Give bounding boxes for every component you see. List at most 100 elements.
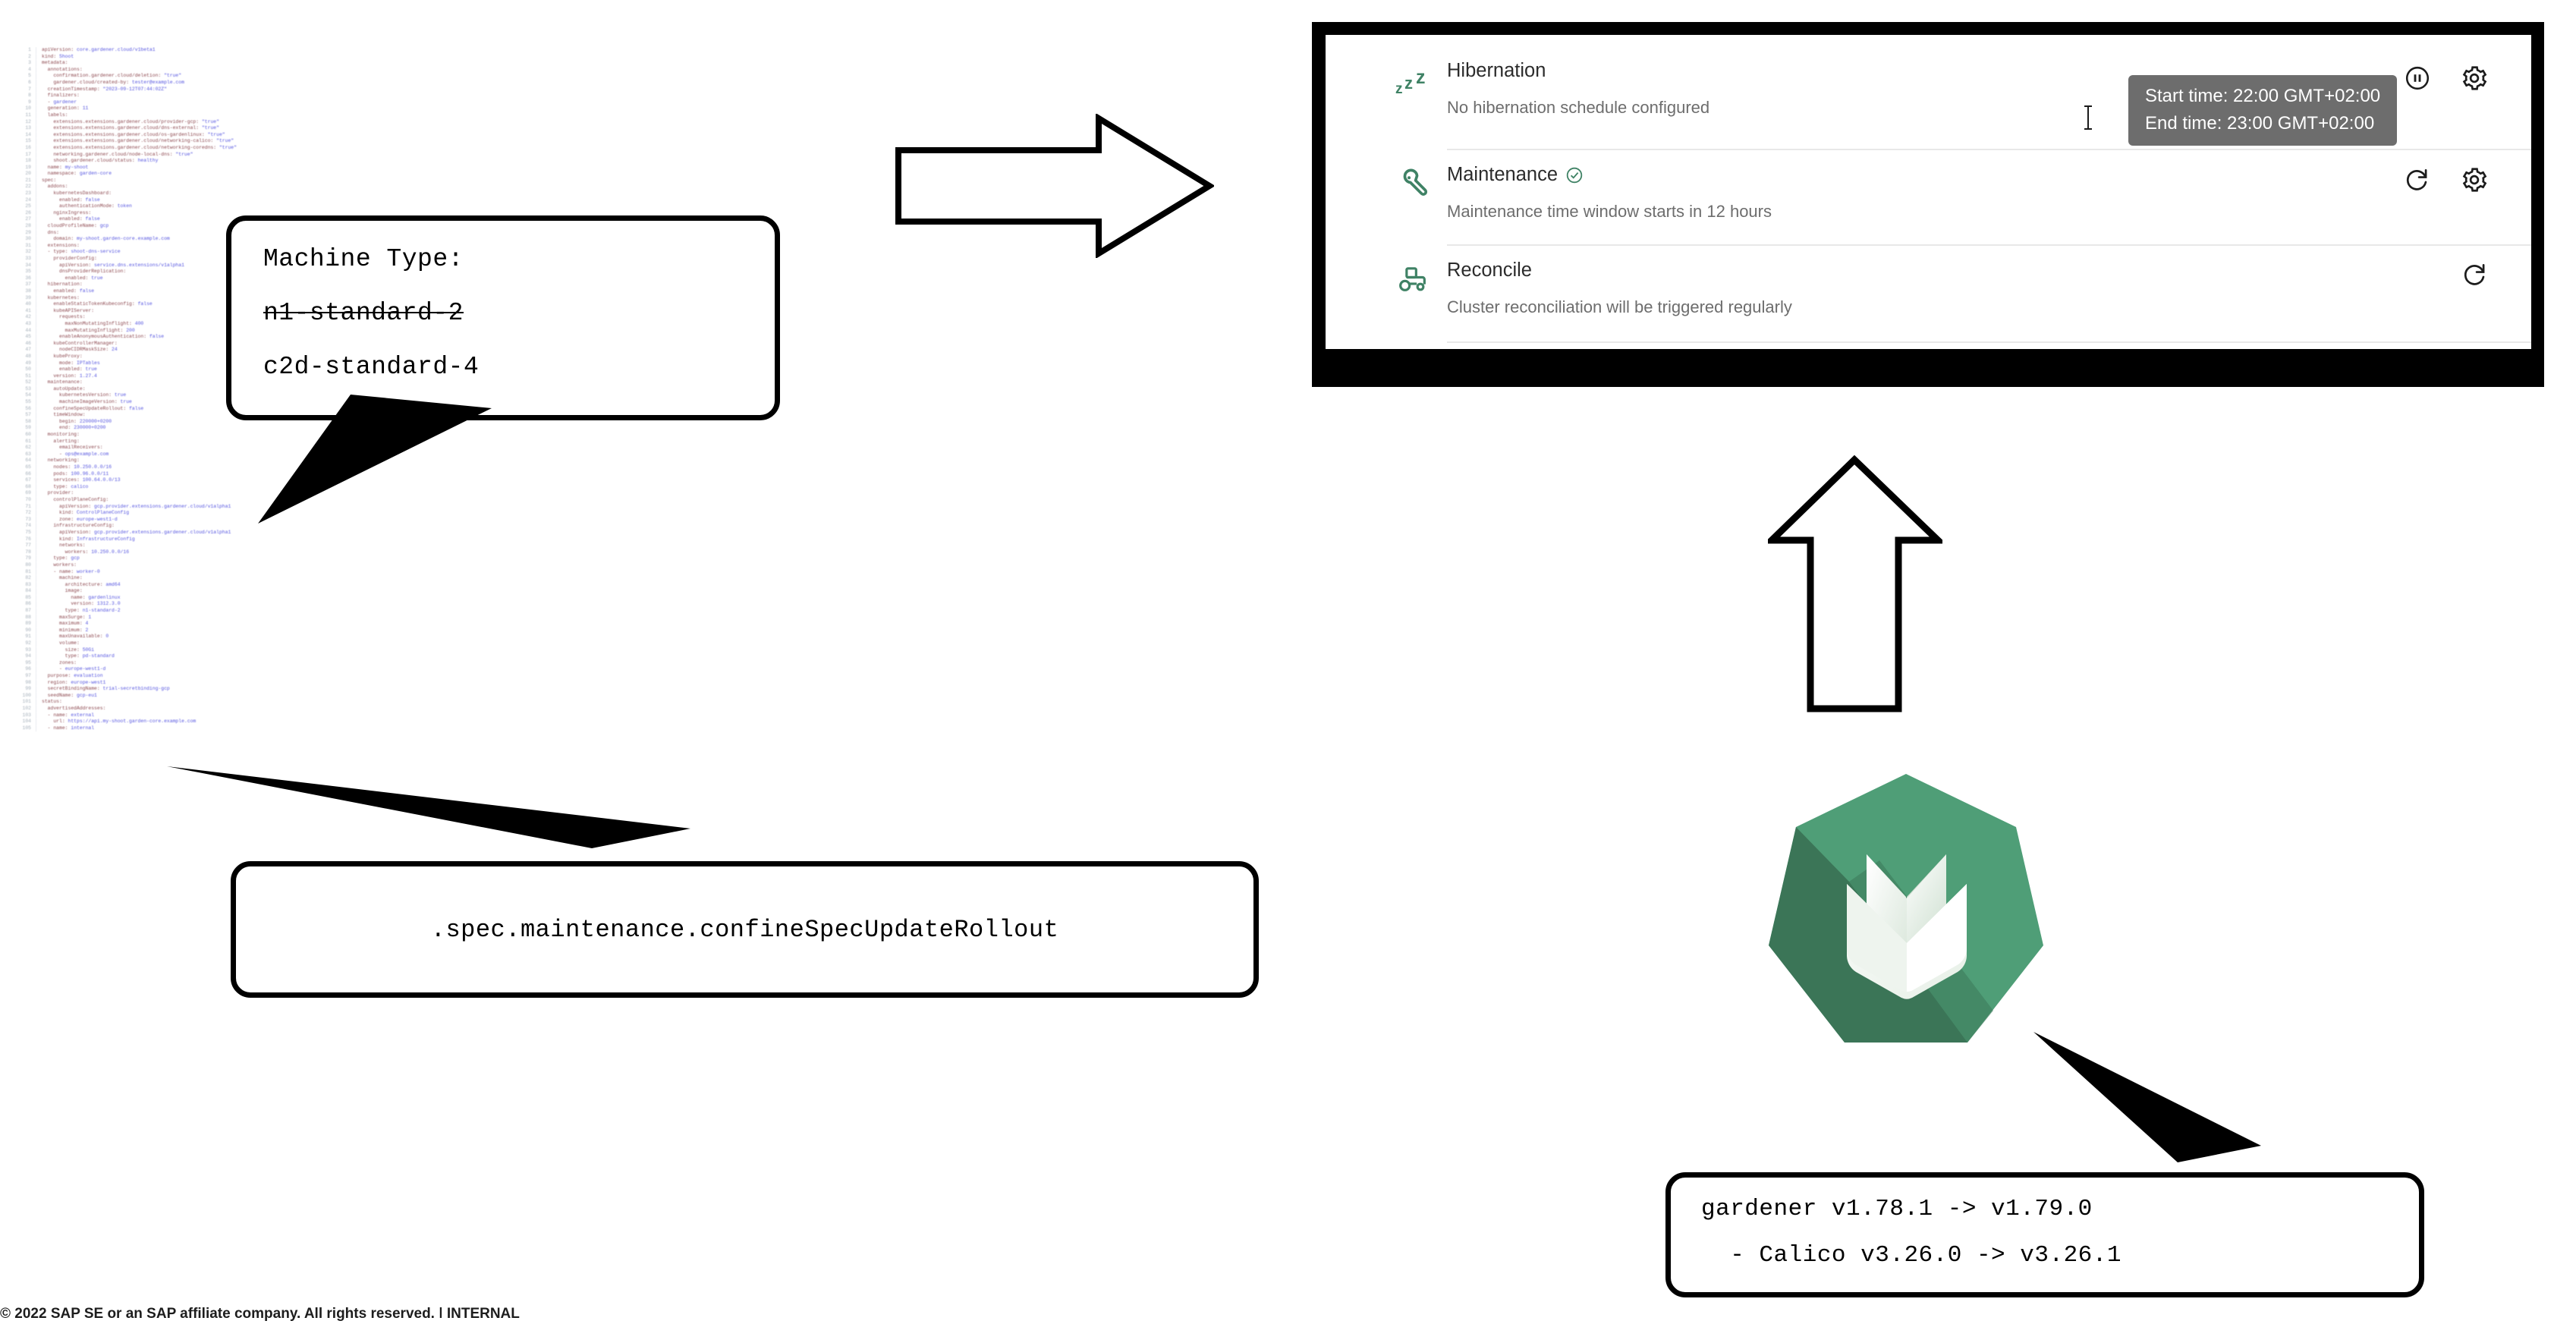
yaml-line-text: kubeProxy:	[42, 353, 83, 359]
yaml-line: 74 infrastructureConfig:	[17, 523, 305, 530]
yaml-line-text: apiVersion: core.gardener.cloud/v1beta1	[42, 47, 156, 52]
slide-footer: © 2022 SAP SE or an SAP affiliate compan…	[0, 1306, 520, 1322]
yaml-line-text: enabled: true	[42, 275, 103, 281]
yaml-line-number: 103	[17, 712, 36, 719]
yaml-line-number: 96	[17, 666, 36, 673]
refresh-icon[interactable]	[2461, 261, 2489, 292]
hibernation-title-label: Hibernation	[1447, 60, 1546, 81]
machine-type-callout: Machine Type: n1-standard-2 c2d-standard…	[226, 215, 780, 420]
row-hibernation[interactable]: z z z Hibernation No hibernation schedul…	[1326, 35, 2531, 150]
yaml-line-number: 99	[17, 686, 36, 693]
yaml-line-number: 15	[17, 138, 36, 145]
yaml-line-number: 63	[17, 451, 36, 458]
yaml-line-number: 27	[17, 216, 36, 224]
yaml-line-text: minimum: 2	[42, 627, 89, 633]
yaml-line-text: creationTimestamp: "2023-09-12T07:44:02Z…	[42, 86, 167, 92]
yaml-line-text: services: 100.64.0.0/13	[42, 477, 121, 483]
pause-circle-icon[interactable]	[2404, 64, 2431, 96]
yaml-line-text: nodes: 10.250.0.0/16	[42, 464, 112, 470]
yaml-line-text: url: https://api.my-shoot.garden-core.ex…	[42, 719, 197, 725]
yaml-line-text: cloudProfileName: gcp	[42, 223, 109, 229]
yaml-line: 84 image:	[17, 588, 305, 595]
yaml-line-number: 22	[17, 184, 36, 191]
yaml-line: 54 kubernetesVersion: true	[17, 392, 305, 400]
yaml-line-text: - gardener	[42, 99, 77, 105]
yaml-line-text: workers:	[42, 561, 77, 568]
yaml-line: 78 workers: 10.250.0.0/16	[17, 549, 305, 556]
yaml-line-number: 5	[17, 73, 36, 80]
yaml-line-text: mode: IPTables	[42, 360, 100, 366]
yaml-line-number: 55	[17, 399, 36, 406]
yaml-line-text: pods: 100.96.0.0/11	[42, 470, 109, 476]
yaml-line-number: 79	[17, 555, 36, 562]
yaml-line-number: 17	[17, 151, 36, 159]
yaml-line-number: 101	[17, 699, 36, 706]
yaml-line-number: 97	[17, 673, 36, 680]
reconcile-title-label: Reconcile	[1447, 259, 1532, 281]
yaml-line: 19 name: my-shoot	[17, 164, 305, 171]
yaml-line-number: 49	[17, 360, 36, 367]
yaml-line-number: 87	[17, 608, 36, 615]
yaml-line: 5 confirmation.gardener.cloud/deletion: …	[17, 73, 305, 80]
yaml-line: 4 annotations:	[17, 66, 305, 74]
yaml-line-text: controlPlaneConfig:	[42, 496, 109, 502]
yaml-line-text: authenticationMode: token	[42, 203, 132, 209]
yaml-line-text: gardener.cloud/created-by: tester@exampl…	[42, 79, 184, 85]
gear-icon[interactable]	[2460, 64, 2489, 96]
yaml-line: 69 provider:	[17, 490, 305, 497]
yaml-line: 29 dns:	[17, 229, 305, 237]
yaml-line-number: 44	[17, 327, 36, 335]
yaml-line-text: finalizers:	[42, 93, 80, 99]
yaml-line-text: extensions.extensions.gardener.cloud/net…	[42, 144, 237, 150]
yaml-line: 9 - gardener	[17, 99, 305, 106]
yaml-line-text: maxUnavailable: 0	[42, 634, 109, 640]
maintenance-title-label: Maintenance	[1447, 164, 1558, 185]
yaml-line: 23 kubernetesDashboard:	[17, 190, 305, 197]
row-reconcile[interactable]: Reconcile Cluster reconciliation will be…	[1326, 246, 2531, 343]
yaml-line-text: extensions.extensions.gardener.cloud/pro…	[42, 118, 219, 124]
yaml-line-number: 56	[17, 405, 36, 413]
refresh-icon[interactable]	[2404, 166, 2431, 197]
yaml-line: 31 extensions:	[17, 242, 305, 250]
yaml-line-text: name: gardenlinux	[42, 594, 121, 600]
yaml-line-number: 74	[17, 523, 36, 530]
yaml-line-number: 25	[17, 203, 36, 210]
yaml-line: 46 kubeControllerManager:	[17, 340, 305, 348]
yaml-line-number: 71	[17, 503, 36, 511]
yaml-line: 76 kind: InfrastructureConfig	[17, 536, 305, 543]
yaml-line-number: 77	[17, 542, 36, 549]
yaml-line-number: 53	[17, 385, 36, 393]
yaml-line-text: seedName: gcp-eu1	[42, 692, 97, 698]
yaml-line: 70 controlPlaneConfig:	[17, 496, 305, 504]
maintenance-actions	[2404, 165, 2489, 198]
yaml-line-number: 104	[17, 719, 36, 725]
yaml-line-text: monitoring:	[42, 432, 80, 438]
yaml-line-number: 95	[17, 659, 36, 667]
yaml-line-number: 94	[17, 653, 36, 660]
yaml-line-number: 10	[17, 105, 36, 112]
yaml-line: 80 workers:	[17, 561, 305, 569]
yaml-line: 91 maxUnavailable: 0	[17, 634, 305, 641]
yaml-line: 98 region: europe-west1	[17, 679, 305, 687]
yaml-line: 30 domain: my-shoot.garden-core.example.…	[17, 236, 305, 243]
row-maintenance[interactable]: Maintenance Maintenance time window star…	[1326, 150, 2531, 246]
yaml-line-text: kubeControllerManager:	[42, 340, 118, 346]
yaml-line: 61 alerting:	[17, 438, 305, 445]
yaml-line-text: networking.gardener.cloud/node-local-dns…	[42, 151, 193, 157]
yaml-line-number: 90	[17, 627, 36, 634]
yaml-line: 71 apiVersion: gcp.provider.extensions.g…	[17, 503, 305, 511]
yaml-line-text: type: n1-standard-2	[42, 608, 121, 614]
yaml-line: 68 type: calico	[17, 483, 305, 491]
reconcile-actions	[2461, 261, 2489, 292]
yaml-line-text: kubernetes:	[42, 294, 80, 300]
yaml-line-text: apiVersion: service.dns.extensions/v1alp…	[42, 262, 184, 268]
gear-icon[interactable]	[2460, 165, 2489, 198]
yaml-line-text: apiVersion: gcp.provider.extensions.gard…	[42, 529, 231, 535]
up-arrow-shape	[1768, 455, 1942, 713]
yaml-line-number: 59	[17, 425, 36, 432]
yaml-line-text: end: 230000+0200	[42, 425, 106, 431]
yaml-line-number: 66	[17, 470, 36, 478]
yaml-line-number: 91	[17, 634, 36, 641]
